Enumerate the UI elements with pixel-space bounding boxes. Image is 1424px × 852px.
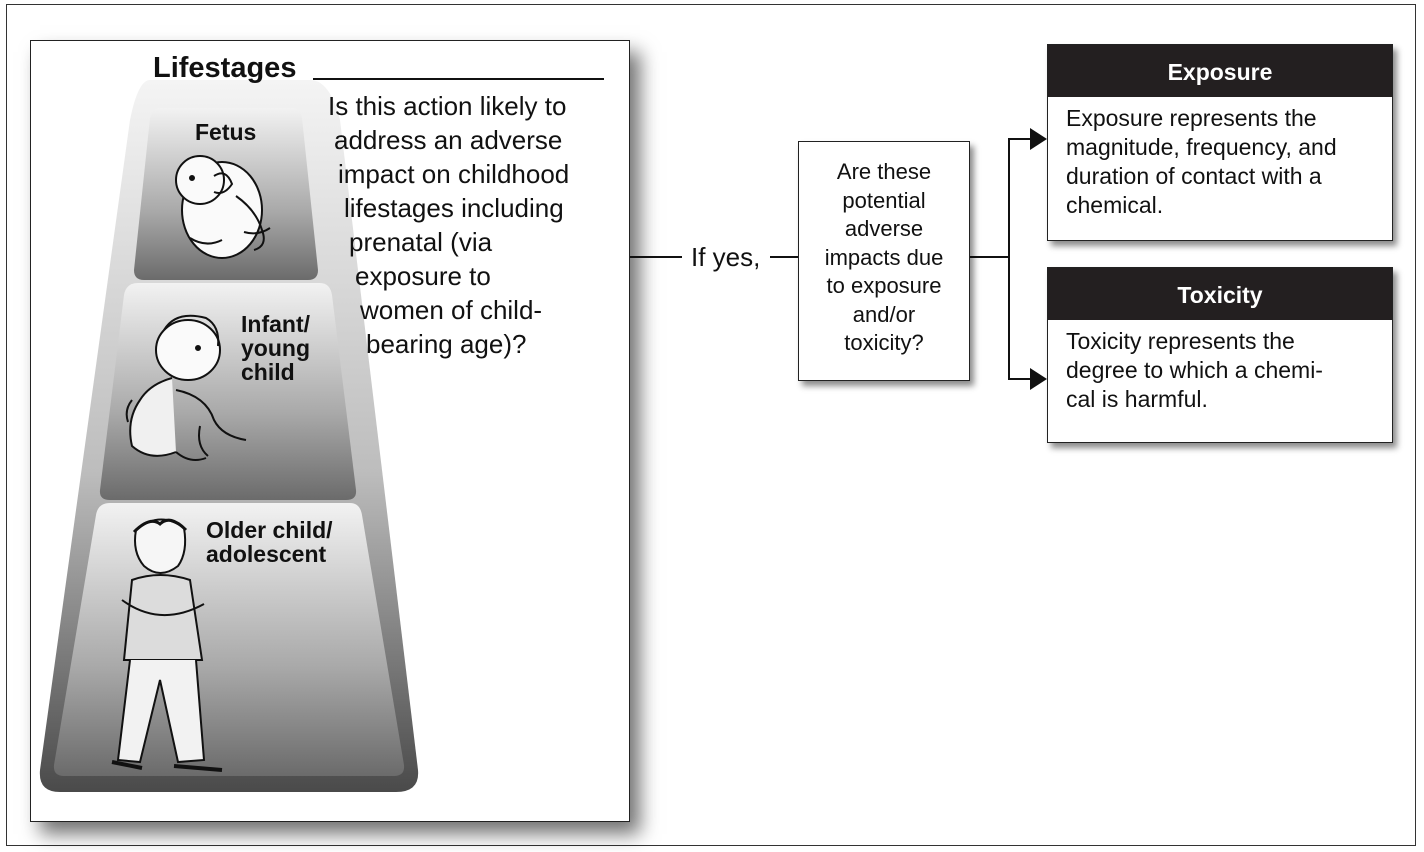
toxicity-heading: Toxicity (1048, 268, 1392, 320)
toxicity-box: Toxicity Toxicity represents the degree … (1047, 267, 1393, 443)
branch-line (1008, 138, 1010, 380)
exposure-box: Exposure Exposure represents the magnitu… (1047, 44, 1393, 241)
toxicity-description: Toxicity represents the degree to which … (1066, 328, 1323, 412)
exposure-description: Exposure represents the magnitude, frequ… (1066, 105, 1337, 218)
stage-label-adolescent: Older child/ adolescent (206, 517, 333, 567)
connector-line-right (970, 256, 1010, 258)
connector-line-left (630, 256, 682, 258)
lifestages-title: Lifestages (153, 52, 297, 84)
question-line: bearing age)? (366, 329, 527, 359)
impact-question-text: Are these potential adverse impacts due … (824, 159, 944, 355)
branch-exposure (1008, 138, 1032, 140)
figure-frame (6, 4, 1416, 846)
impact-question-box: Are these potential adverse impacts due … (798, 141, 970, 381)
exposure-heading: Exposure (1048, 45, 1392, 97)
if-yes-label: If yes, (691, 242, 761, 272)
question-line: impact on childhood (338, 159, 570, 189)
question-line: lifestages including (344, 193, 564, 223)
stage-label-infant: Infant/ young child (241, 311, 310, 385)
title-underline (313, 78, 604, 80)
stage-label-fetus: Fetus (195, 119, 257, 145)
question-line: exposure to (355, 261, 491, 291)
branch-toxicity (1008, 378, 1032, 380)
question-line: Is this action likely to (328, 91, 567, 121)
connector-line-mid (770, 256, 798, 258)
question-line: prenatal (via (349, 227, 493, 257)
question-line: women of child- (360, 295, 543, 325)
question-line: address an adverse (334, 125, 563, 155)
